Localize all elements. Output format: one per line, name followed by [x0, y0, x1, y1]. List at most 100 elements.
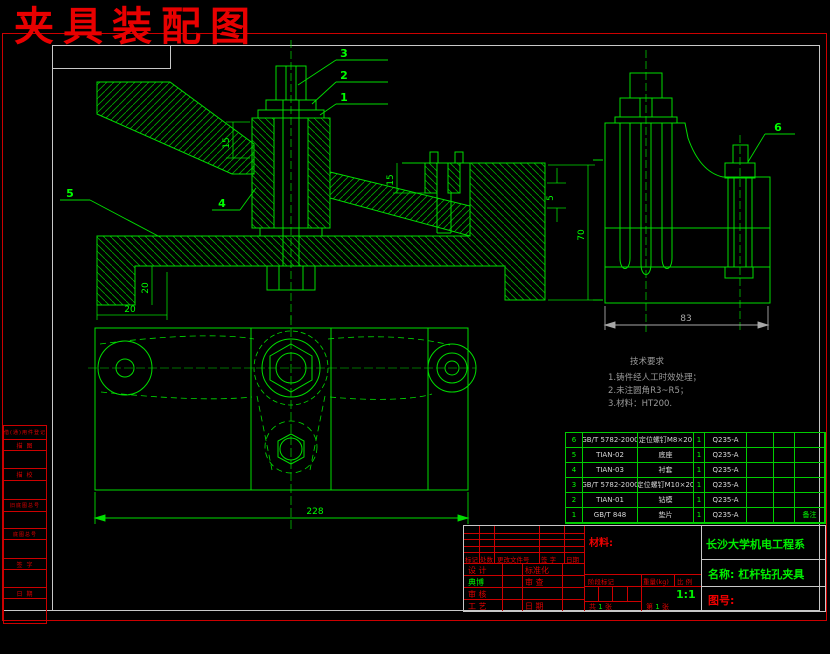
bom-qty: 1 [694, 493, 705, 508]
margin-base-no-label: 底图总号 [4, 529, 46, 540]
bom-note [795, 463, 825, 478]
front-view-dimensions [96, 121, 595, 320]
tb-change-doc-label: 更改文件号 [497, 556, 530, 564]
plan-view [88, 316, 477, 532]
bom-no: 6 [566, 433, 583, 448]
bom-qty: 1 [694, 508, 705, 523]
margin-blank-5 [4, 570, 46, 588]
margin-check-label: 描 校 [4, 469, 46, 481]
bom-extra [747, 493, 774, 508]
tb-designer-name: 典博 [468, 578, 484, 587]
bom-material: Q235-A [705, 493, 747, 508]
bom-extra [774, 433, 795, 448]
bom-extra [747, 433, 774, 448]
bom-note: 备注 [795, 508, 825, 523]
bom-code: TIAN-01 [583, 493, 638, 508]
tb-date-label: 日期 [566, 556, 579, 564]
callout-5: 5 [66, 187, 74, 200]
tb-mark-label: 标记 [465, 556, 478, 564]
margin-borrow-label: 借(通)用件登记 [4, 426, 46, 440]
margin-blank-3 [4, 512, 46, 529]
margin-blank-4 [4, 540, 46, 559]
bom-name: 钻模 [638, 493, 694, 508]
tb-scale-value: 1:1 [676, 588, 696, 601]
part-callout-numbers: 3 2 1 4 5 6 [66, 47, 782, 210]
tb-name-value: 杠杆钻孔夹具 [738, 568, 805, 581]
margin-blank-6 [4, 599, 46, 623]
dim-15-detail: 15 [386, 174, 396, 185]
tb-design-label: 设 计 [468, 566, 487, 575]
bom-qty: 1 [694, 433, 705, 448]
tb-drawing-no-label: 图号: [708, 594, 735, 607]
tb-name-label: 名称: [708, 568, 735, 581]
tb-part-name-row: 名称: 杠杆钻孔夹具 [708, 566, 804, 582]
bom-material: Q235-A [705, 433, 747, 448]
bom-name: 底座 [638, 448, 694, 463]
inner-drawing-frame [52, 45, 820, 611]
tb-process-label: 工 艺 [468, 602, 487, 611]
bom-no: 3 [566, 478, 583, 493]
bom-extra [774, 448, 795, 463]
front-section-view [96, 40, 546, 320]
part-callouts [60, 59, 795, 238]
tb-audit-label: 审 核 [468, 590, 487, 599]
margin-old-base-label: 旧底图总号 [4, 500, 46, 512]
tb-date2-label: 日 期 [525, 602, 544, 611]
bom-note [795, 448, 825, 463]
front-view-dim-text: 15 20 20 15 5 70 [124, 137, 587, 315]
callout-1: 1 [340, 91, 348, 104]
page-title: 夹具装配图 [14, 3, 259, 50]
bom-no: 1 [566, 508, 583, 523]
bom-no: 4 [566, 463, 583, 478]
title-block: 标记 处数 更改文件号 签 字 日期 设 计 标准化 典博 审 查 审 核 工 … [463, 525, 826, 612]
tb-review-label: 审 查 [525, 578, 544, 587]
outer-red-border [2, 33, 827, 621]
tb-standard-label: 标准化 [525, 566, 549, 575]
side-view [593, 50, 771, 332]
tb-sheet-num: 1 [655, 603, 660, 611]
bom-note [795, 493, 825, 508]
bom-extra [774, 478, 795, 493]
top-left-reference-box [53, 46, 171, 69]
dim-228: 228 [306, 507, 323, 517]
side-view-dim-83: 83 [603, 306, 770, 330]
bom-note [795, 478, 825, 493]
tb-count-label: 处数 [480, 556, 493, 564]
margin-blank-2 [4, 481, 46, 500]
margin-blank-1 [4, 451, 46, 469]
dim-20-horizontal: 20 [124, 305, 136, 315]
bom-code: GB/T 5782-2000 [583, 478, 638, 493]
dim-15-neck: 15 [222, 137, 232, 148]
tech-note-2: 2.未注圆角R3~R5； [608, 385, 688, 396]
tech-notes-title: 技术要求 [630, 356, 665, 367]
dim-83: 83 [680, 314, 691, 324]
bom-no: 2 [566, 493, 583, 508]
dim-20-vertical: 20 [141, 282, 151, 294]
bom-extra [747, 478, 774, 493]
bom-code: GB/T 5782-2000 [583, 433, 638, 448]
dim-5-detail: 5 [546, 195, 556, 201]
bottom-left-line [3, 610, 53, 611]
tb-di: 第 [646, 603, 653, 611]
plan-view-dim-228: 228 [93, 492, 470, 524]
bom-name: 衬套 [638, 463, 694, 478]
tb-weight-label: 重量(kg) [643, 578, 669, 586]
tb-gong: 共 [589, 603, 596, 611]
bom-material: Q235-A [705, 478, 747, 493]
bom-qty: 1 [694, 478, 705, 493]
bom-extra [774, 463, 795, 478]
tb-sheet-total-num: 1 [598, 603, 603, 611]
callout-6: 6 [774, 121, 782, 134]
tb-organization: 长沙大学机电工程系 [706, 538, 805, 551]
tb-zhang2: 张 [661, 603, 669, 611]
tech-notes: 技术要求 1.铸件经人工时效处理； 2.未注圆角R3~R5； 3.材料：HT20… [608, 356, 701, 409]
callout-2: 2 [340, 69, 348, 82]
tb-material-label: 材料: [589, 538, 613, 549]
bom-code: TIAN-02 [583, 448, 638, 463]
bom-qty: 1 [694, 448, 705, 463]
margin-trace-label: 描 图 [4, 440, 46, 451]
callout-4: 4 [218, 197, 226, 210]
bom-qty: 1 [694, 463, 705, 478]
margin-sign-label: 签 字 [4, 559, 46, 570]
